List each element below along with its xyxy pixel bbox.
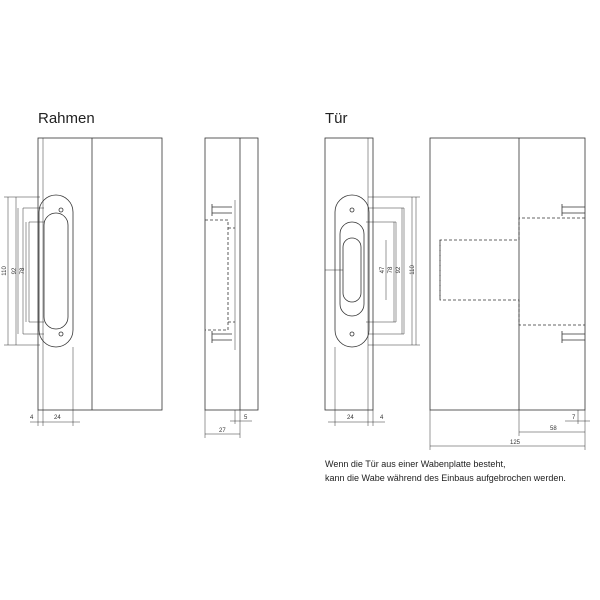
door-dim-110: 110 <box>410 265 416 275</box>
frame-screw-top <box>58 207 64 213</box>
frame-side-outline <box>204 137 259 411</box>
section-dim-125: 125 <box>510 440 521 446</box>
frame-dim-24: 24 <box>54 415 61 421</box>
door-pocket-mid <box>368 207 405 335</box>
note-line-1: Wenn die Tür aus einer Wabenplatte beste… <box>325 459 505 469</box>
frame-title: Rahmen <box>38 110 95 127</box>
door-dim-47: 47 <box>380 266 386 273</box>
door-dim-78: 78 <box>388 266 394 273</box>
frame-hinge-body <box>38 194 74 348</box>
section-dim-58: 58 <box>550 426 557 432</box>
door-section-view: 7 58 125 <box>429 137 590 450</box>
frame-outline <box>37 137 163 411</box>
door-dim-92: 92 <box>396 266 402 273</box>
door-hinge-slot <box>339 221 365 317</box>
frame-dim-110: 110 <box>2 266 8 276</box>
frame-hinge-slot <box>43 212 69 330</box>
side-dim-27: 27 <box>219 428 226 434</box>
door-screw-top <box>349 207 355 213</box>
door-screw-bottom <box>349 331 355 337</box>
door-front-view: 47 78 92 110 24 4 <box>324 137 420 426</box>
door-pocket-outer <box>368 196 413 346</box>
frame-pocket-mid <box>22 207 44 335</box>
frame-pocket-outer <box>15 196 40 346</box>
door-title: Tür <box>325 110 348 127</box>
frame-side-view: 5 27 <box>204 137 259 438</box>
section-dim-7: 7 <box>572 415 576 421</box>
door-outline <box>324 137 374 411</box>
frame-dim-4: 4 <box>30 415 34 421</box>
door-dim-24: 24 <box>347 415 354 421</box>
frame-dim-78: 78 <box>20 267 26 274</box>
frame-dim-92: 92 <box>12 267 18 274</box>
door-hinge-body <box>334 194 370 348</box>
note-line-2: kann die Wabe während des Einbaus aufgeb… <box>325 473 566 483</box>
door-dim-4: 4 <box>380 415 384 421</box>
frame-screw-bottom <box>58 331 64 337</box>
side-dim-5: 5 <box>244 415 248 421</box>
door-section-outline <box>429 137 586 411</box>
frame-front-view: 110 92 78 4 24 <box>2 137 163 426</box>
door-pocket-inner <box>366 221 397 323</box>
door-section-recess <box>439 217 585 326</box>
door-hinge-knuckle <box>342 237 362 303</box>
frame-pocket-inner <box>28 221 44 323</box>
frame-side-pocket <box>205 219 229 331</box>
